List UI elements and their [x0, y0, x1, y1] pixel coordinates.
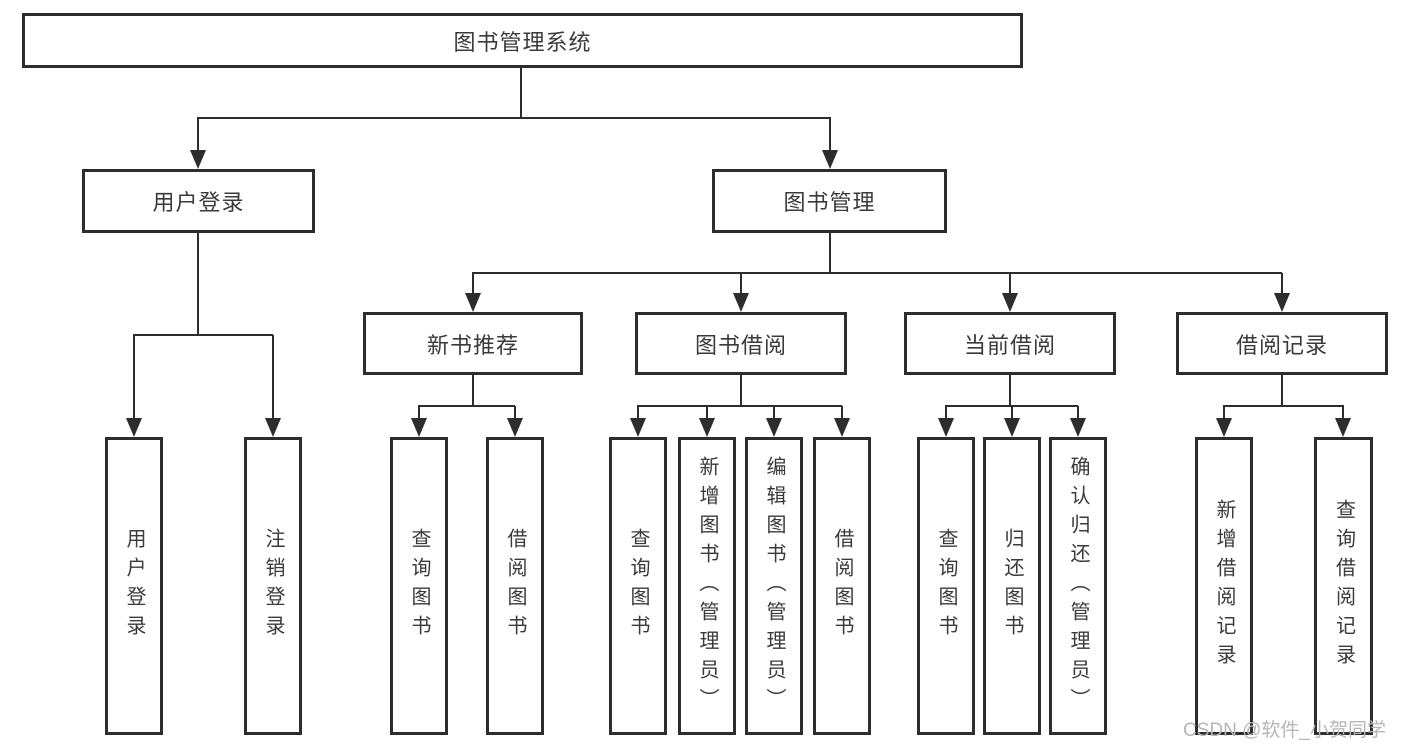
connector-to-book-mgmt-stem	[829, 118, 831, 155]
connector-level3-stem	[1281, 273, 1283, 295]
connector-book-mgmt-stem	[829, 233, 831, 274]
leaf-user-login: 用户登录	[105, 437, 163, 735]
node-label: 图书借阅	[694, 332, 787, 358]
connector-user-login-bar	[133, 334, 273, 336]
leaf-label: 查询图书	[935, 528, 957, 644]
node-label: 新书推荐	[426, 332, 519, 358]
arrow-down-icon	[938, 418, 954, 437]
leaf-label: 查询借阅记录	[1332, 499, 1355, 673]
csdn-watermark: CSDN @软件_小贺同学	[1183, 720, 1386, 741]
connector-group-stem	[472, 375, 474, 406]
leaf-add-borrow-record: 新增借阅记录	[1195, 437, 1253, 735]
node-label: 用户登录	[152, 190, 245, 215]
arrow-down-icon	[1070, 418, 1086, 437]
node-library-management-system: 图书管理系统	[22, 13, 1023, 68]
arrow-down-icon	[465, 293, 481, 312]
arrow-down-icon	[265, 418, 281, 437]
connector-level3-stem	[472, 273, 474, 295]
connector-leaf-stem	[133, 335, 135, 423]
arrow-down-icon	[411, 418, 427, 437]
leaf-label: 借阅图书	[831, 528, 853, 644]
node-new-book-recommendation: 新书推荐	[363, 312, 583, 375]
connector-group-stem	[1009, 375, 1011, 406]
leaf-label: 新增借阅记录	[1213, 499, 1235, 673]
leaf-add-books-admin: 新增图书（管理员）	[678, 437, 736, 735]
leaf-label: 新增图书（管理员）	[696, 455, 718, 717]
connector-level3-stem	[1009, 273, 1011, 295]
node-user-login: 用户登录	[82, 169, 315, 233]
connector-leaf-stem	[773, 406, 775, 420]
arrow-down-icon	[126, 418, 142, 437]
leaf-label: 编辑图书（管理员）	[763, 455, 785, 717]
connector-root-bar	[197, 117, 831, 119]
leaf-label: 用户登录	[123, 528, 145, 644]
leaf-label: 归还图书	[1001, 528, 1023, 644]
arrow-down-icon	[1274, 293, 1290, 312]
connector-to-user-login-stem	[197, 118, 199, 155]
arrow-down-icon	[1004, 418, 1020, 437]
arrow-down-icon	[834, 418, 850, 437]
arrow-down-icon	[733, 293, 749, 312]
leaf-edit-books-admin: 编辑图书（管理员）	[745, 437, 803, 735]
leaf-query-books-1: 查询图书	[390, 437, 448, 735]
leaf-query-books-3: 查询图书	[917, 437, 975, 735]
leaf-query-books-2: 查询图书	[609, 437, 667, 735]
connector-group-stem	[1281, 375, 1283, 406]
node-label: 图书管理	[783, 190, 876, 215]
leaf-label: 确认归还（管理员）	[1067, 455, 1089, 717]
node-current-borrowing: 当前借阅	[904, 312, 1116, 375]
leaf-query-borrow-record: 查询借阅记录	[1314, 437, 1373, 735]
leaf-borrow-books-2: 借阅图书	[813, 437, 871, 735]
arrow-down-icon	[1216, 418, 1232, 437]
connector-group-bar	[637, 405, 842, 407]
arrow-down-icon	[766, 418, 782, 437]
connector-leaf-stem	[1342, 406, 1344, 420]
node-borrowing-records: 借阅记录	[1176, 312, 1388, 375]
node-book-management: 图书管理	[712, 169, 947, 233]
connector-group-bar	[1223, 405, 1344, 407]
connector-leaf-stem	[706, 406, 708, 420]
leaf-label: 注销登录	[262, 528, 284, 644]
leaf-return-books: 归还图书	[983, 437, 1041, 735]
connector-level3-stem	[740, 273, 742, 295]
arrow-down-icon	[699, 418, 715, 437]
node-book-borrowing: 图书借阅	[635, 312, 847, 375]
leaf-label: 查询图书	[408, 528, 430, 644]
node-label: 当前借阅	[963, 332, 1056, 358]
connector-leaf-stem	[841, 406, 843, 420]
connector-leaf-stem	[1077, 406, 1079, 420]
node-label: 借阅记录	[1235, 332, 1328, 358]
connector-leaf-stem	[945, 406, 947, 420]
connector-leaf-stem	[1011, 406, 1013, 420]
connector-leaf-stem	[637, 406, 639, 420]
connector-leaf-stem	[514, 406, 516, 420]
node-label: 图书管理系统	[453, 29, 592, 55]
connector-leaf-stem	[1223, 406, 1225, 420]
connector-group-stem	[740, 375, 742, 406]
arrow-down-icon	[507, 418, 523, 437]
arrow-down-icon	[1335, 418, 1351, 437]
connector-group-bar	[418, 405, 515, 407]
connector-leaf-stem	[418, 406, 420, 420]
leaf-label: 借阅图书	[504, 528, 526, 644]
leaf-borrow-books-1: 借阅图书	[486, 437, 544, 735]
connector-book-mgmt-bar	[472, 272, 1282, 274]
arrow-down-icon	[630, 418, 646, 437]
arrow-down-icon	[822, 150, 838, 169]
arrow-down-icon	[190, 150, 206, 169]
leaf-confirm-return-admin: 确认归还（管理员）	[1049, 437, 1107, 735]
connector-root-stem	[520, 68, 522, 118]
leaf-label: 查询图书	[627, 528, 649, 644]
arrow-down-icon	[1002, 293, 1018, 312]
leaf-logout: 注销登录	[244, 437, 302, 735]
connector-leaf-stem	[272, 335, 274, 423]
connector-user-login-stem	[197, 233, 199, 336]
